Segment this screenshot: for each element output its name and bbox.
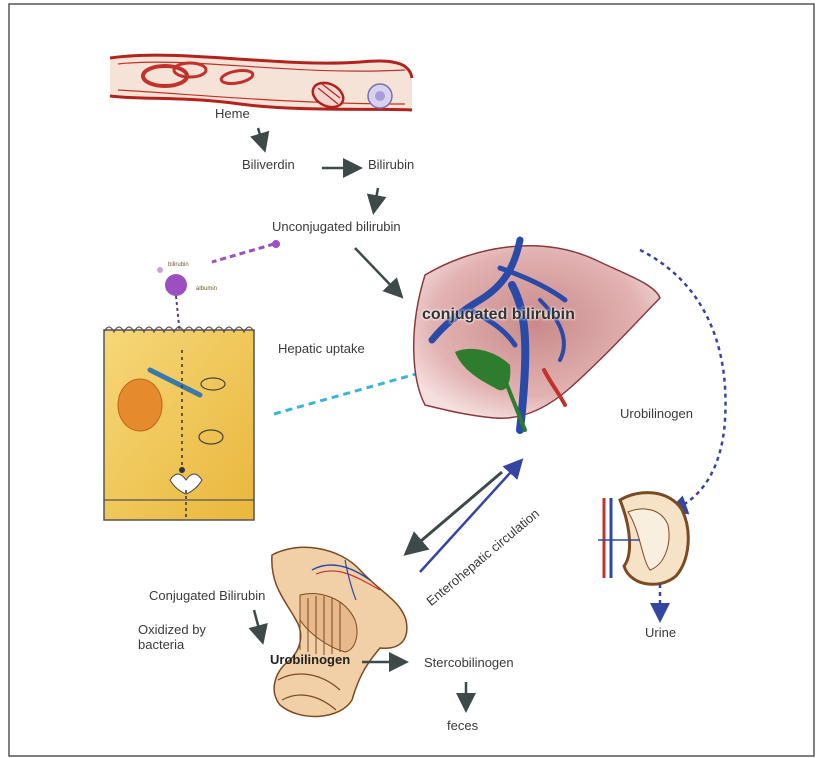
label-biliverdin: Biliverdin <box>242 158 295 173</box>
label-urobilinogen-kidney: Urobilinogen <box>620 407 693 422</box>
arrow-liver-to-intestine <box>408 472 502 552</box>
arrow-bilirubin-to-unconjugated <box>374 188 378 210</box>
arrow-unconjugated-to-liver <box>355 248 400 295</box>
label-unconjugated-bilirubin: Unconjugated bilirubin <box>272 220 401 235</box>
label-urine: Urine <box>645 626 676 641</box>
label-feces: feces <box>447 719 478 734</box>
albumin-link <box>212 244 274 262</box>
intestine <box>272 547 407 716</box>
arrow-heme-to-biliverdin <box>258 128 264 148</box>
svg-text:albumin: albumin <box>196 286 217 292</box>
svg-text:bilirubin: bilirubin <box>168 262 189 268</box>
arrow-conjugated-to-urobilinogen <box>254 610 262 640</box>
albumin-complex-icon <box>165 274 187 296</box>
liver <box>414 240 660 430</box>
label-stercobilinogen: Stercobilinogen <box>424 656 514 671</box>
label-urobilinogen-gut: Urobilinogen <box>270 653 350 668</box>
label-bilirubin: Bilirubin <box>368 158 414 173</box>
label-conjugated-bilirubin-liver: conjugated bilirubin <box>422 306 575 324</box>
nucleus <box>118 379 162 431</box>
blood-vessel <box>110 55 412 112</box>
kidney <box>598 493 688 585</box>
hepatic-uptake-path <box>274 370 430 414</box>
hepatocyte-cell <box>104 327 254 520</box>
label-conjugated-bilirubin-intestine: Conjugated Bilirubin <box>149 589 265 604</box>
label-heme: Heme <box>215 107 250 122</box>
label-hepatic-uptake: Hepatic uptake <box>278 342 365 357</box>
arrow-intestine-to-liver <box>420 462 520 572</box>
label-oxidized-by-bacteria: Oxidized by bacteria <box>138 623 228 653</box>
